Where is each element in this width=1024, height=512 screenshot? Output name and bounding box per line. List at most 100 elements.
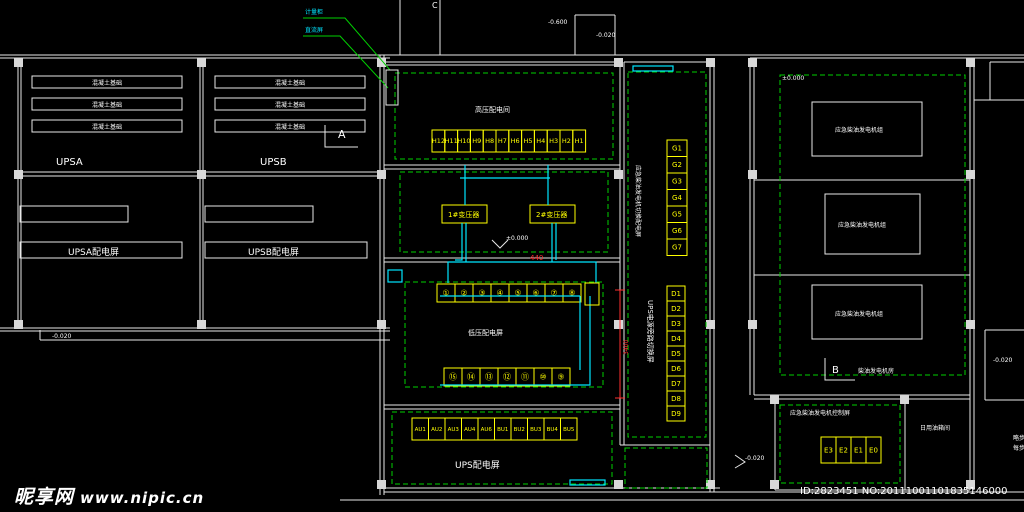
gen-set-2 [824,193,921,255]
elevation-left-bottom: -0.020 [52,333,72,340]
d-panel-label: D2 [671,305,681,313]
gen-set-label: 应急柴油发电机组 [835,126,883,134]
d-panel-label: D7 [671,380,681,388]
g-panel-label: G5 [672,211,682,219]
lv-cabinet-label: ⑤ [514,289,521,298]
gen-control-panel-label: E3 [824,446,833,454]
elevation-gen-room: ±0.000 [782,75,804,82]
oil-room-label: 日用油箱间 [920,424,950,432]
elevation-center: ±0.000 [506,235,528,242]
hv-cabinet-label: H5 [523,137,532,145]
stray-right: 略步 [1013,434,1024,442]
gen-control-panel-label: E2 [839,446,848,454]
d-panel-label: D3 [671,320,681,328]
d-panel-label: D5 [671,350,681,358]
d-panel-label: D4 [671,335,681,343]
concrete-bases: 混凝土基础 混凝土基础 混凝土基础 混凝土基础 混凝土基础 混凝土基础 [19,75,368,259]
image-id: ID:2823451 NO:20111001101835146000 [800,486,1008,497]
upsa-panel-label: UPSA配电屏 [68,246,119,258]
gen-set-label: 应急柴油发电机组 [838,221,886,229]
lv-cabinet-label: ⑩ [539,373,546,382]
lv-panel-label: 低压配电屏 [468,328,503,337]
dim-440: 440 [530,254,543,262]
hv-cabinet-label: H4 [536,137,545,145]
g-panel [666,238,688,256]
hv-cabinet-label: H2 [562,137,571,145]
ups-cabinet-label: BU4 [547,427,559,433]
hv-room-label: 高压配电间 [475,105,510,114]
d-panel-label: D1 [671,290,681,298]
elevation-bottom-mid: -0.020 [745,455,765,462]
dashed-zones [391,71,966,489]
gen-control-label: 应急柴油发电机控制屏 [790,409,850,417]
ups-cabinet-label: AU2 [431,427,442,433]
axis-a-label: A [338,128,346,141]
d-panel-label: D8 [671,395,681,403]
hv-cabinet [572,129,587,153]
ups-bypass-panel-label: UPS电源旁路切换屏 [646,300,655,363]
base-label: 混凝土基础 [92,79,122,87]
ups-cabinet-label: AU3 [448,427,460,433]
base-label: 混凝土基础 [92,101,122,109]
lv-cabinet-label: ⑬ [485,373,493,382]
g-panel-label: G4 [672,194,682,202]
upsb-label: UPSB [260,157,287,168]
hv-cabinet-label: H6 [511,137,520,145]
lv-cabinet-label: ⑫ [503,373,511,382]
lv-cabinet-label: ⑦ [550,289,557,298]
elevation-top-center: -0.600 [548,19,568,26]
upsb-panel-label: UPSB配电屏 [248,246,299,258]
ups-cabinet-label: AU6 [481,427,493,433]
dim-3400: 3400 [623,340,630,355]
lv-cabinet [562,283,582,303]
lv-cabinet-label: ② [460,289,467,298]
gen-set-3 [811,284,923,340]
elevation-right-edge: -0.020 [993,357,1013,364]
lv-cabinet-label: ⑪ [521,373,529,382]
hv-cabinet-label: H3 [549,137,558,145]
ups-cabinet-label: BU3 [530,427,542,433]
hv-cabinet-label: H8 [485,137,494,145]
gen-set-label: 应急柴油发电机组 [835,310,883,318]
base-label: 混凝土基础 [275,101,305,109]
ups-cabinet-label: AU4 [464,427,476,433]
g-panel-label: G3 [672,178,682,186]
gen-set-1 [811,101,923,157]
gen-room-label: 柴油发电机房 [858,367,894,375]
meter-cabinet-label: 计量柜 [305,8,323,16]
g-panel-label: G2 [672,161,682,169]
axis-b-label: B [832,365,839,376]
ups-panel-label: UPS配电屏 [455,459,500,471]
lv-cabinet-label: ③ [478,289,485,298]
hv-cabinet-label: H12 [432,137,445,145]
hv-cabinet-label: H1 [575,137,584,145]
hv-cabinet-label: H10 [457,137,470,145]
ups-cabinet-label: BU5 [563,427,575,433]
base-label: 混凝土基础 [275,79,305,87]
gen-switch-panel-label: 应急柴油发电机切换配电屏 [634,165,642,237]
transformer-2-label: 2#变压器 [536,210,567,219]
lv-cabinet-label: ① [442,289,449,298]
d-panel-label: D9 [671,410,681,418]
lv-cabinet-label: ⑮ [449,373,457,382]
g-panel-label: G7 [672,244,682,252]
watermark-brand: 昵享网 [14,486,75,508]
dc-screen-label: 直流屏 [305,26,323,34]
d-panel [666,405,686,422]
hv-cabinet-label: H11 [445,137,458,145]
lv-cabinet-label: ⑨ [557,373,564,382]
g-panel-label: G6 [672,227,682,235]
d-panel-label: D6 [671,365,681,373]
lv-cabinet-label: ⑥ [532,289,539,298]
lv-cabinet-label: ⑭ [467,373,475,382]
svg-text:C: C [432,1,438,10]
transformer-1-label: 1#变压器 [448,210,479,219]
ups-cabinet-label: BU1 [497,427,508,433]
